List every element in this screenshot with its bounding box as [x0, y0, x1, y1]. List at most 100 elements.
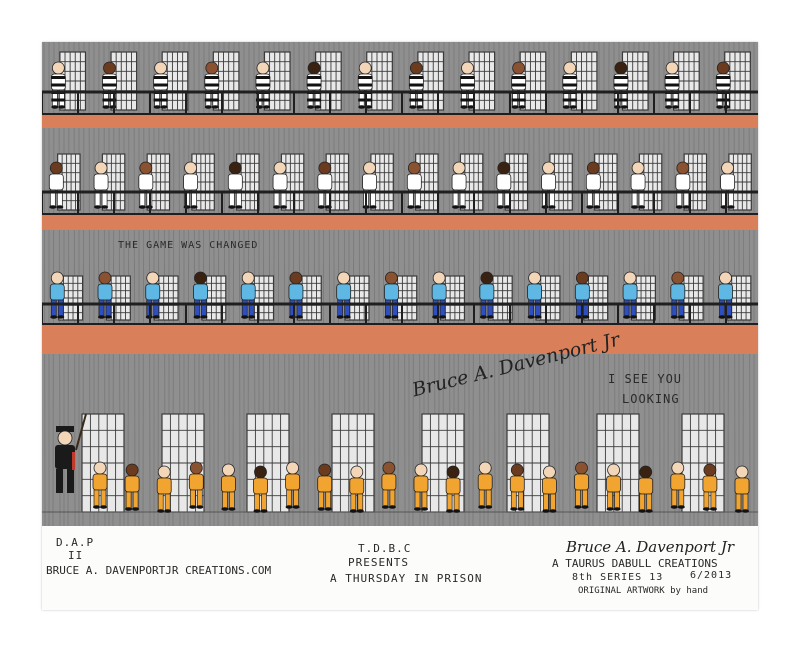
inmate-shirt [381, 473, 397, 491]
inmate-leg [157, 493, 164, 511]
inmate-head [157, 465, 171, 479]
inmate-shoe [153, 105, 161, 109]
inmate-shoe [735, 509, 742, 513]
inmate-shoe [518, 105, 526, 109]
inmate-shoe [273, 205, 281, 209]
inmate-shirt [451, 173, 467, 191]
inmate-shirt [183, 173, 198, 191]
inmate-shirt [720, 173, 735, 191]
uniform-stripe [51, 83, 66, 87]
inmate-leg [742, 493, 749, 511]
inmate-shoe [677, 505, 685, 509]
inmate-head [719, 271, 732, 285]
inmate [670, 271, 686, 319]
inmate-leg [125, 491, 132, 509]
inmate-head [671, 271, 685, 285]
uniform-stripe [665, 76, 680, 79]
uniform-stripe [153, 98, 168, 102]
cell-bars [504, 153, 529, 211]
inmate-shoe [50, 315, 58, 319]
inmate-shoe [317, 205, 325, 209]
inmate-shoe [356, 509, 364, 513]
inmate-shirt [288, 283, 304, 301]
inmate [720, 161, 735, 209]
inmate [357, 61, 373, 109]
inmate-head [528, 271, 542, 285]
inmate-shoe [132, 507, 140, 511]
uniform-stripe [255, 76, 270, 79]
inmate-shirt [227, 173, 243, 191]
inmate-shoe [677, 315, 685, 319]
inmate-leg [528, 299, 534, 317]
inmate-shoe [575, 315, 583, 319]
inmate [124, 463, 140, 511]
inmate [406, 161, 422, 209]
inmate [630, 161, 646, 209]
white-tier [42, 153, 758, 230]
inmate-shirt [541, 173, 556, 191]
inmate-leg [296, 299, 303, 317]
inmate-shoe [665, 105, 673, 109]
inmate-leg [639, 493, 646, 511]
inmate-head [586, 161, 600, 175]
uniform-stripe [511, 76, 526, 79]
inmate-shoe [675, 205, 683, 209]
inmate-head [452, 161, 466, 175]
inmate-head [480, 271, 494, 285]
inmate [585, 161, 601, 209]
inmate-shoe [486, 315, 494, 319]
inmate-leg [194, 299, 200, 317]
inmate-shoe [336, 315, 344, 319]
inmate-leg [582, 299, 589, 317]
inmate-leg [241, 299, 248, 317]
inmate-shoe [718, 315, 726, 319]
inmate-shoe [391, 315, 399, 319]
inmate-leg [439, 299, 446, 317]
inmate-head [289, 271, 303, 285]
inmate-shoe [388, 505, 396, 509]
inmate-leg [350, 493, 357, 511]
inmate [336, 271, 352, 319]
inmate-shirt [193, 283, 208, 301]
inmate-shoe [452, 205, 460, 209]
inmate-leg [382, 489, 389, 507]
caption-left-line3: BRUCE A. DAVENPORTJR CREATIONS.COM [46, 564, 272, 577]
inmate-shoe [742, 509, 749, 513]
inmate-shoe [453, 509, 461, 513]
inmate [511, 61, 527, 109]
inmate-shirt [138, 173, 154, 191]
inmate-shirt [349, 477, 365, 495]
inmate-shoe [574, 505, 582, 509]
inmate-shirt [384, 283, 399, 301]
cell-bars [246, 413, 290, 513]
inmate-leg [57, 299, 64, 317]
inmate-shoe [479, 315, 487, 319]
inmate-shirt [362, 173, 377, 191]
inmate [541, 465, 557, 513]
inmate-head [286, 461, 300, 475]
inmate-head [665, 61, 679, 75]
inmate-shoe [51, 105, 59, 109]
inmate-leg [478, 489, 485, 507]
inmate-shoe [716, 105, 724, 109]
uniform-stripe [102, 98, 117, 102]
uniform-stripe [358, 76, 373, 79]
inmate-head [478, 461, 492, 475]
uniform-stripe [460, 76, 475, 79]
inmate-shoe [613, 507, 621, 511]
uniform-stripe [204, 98, 219, 102]
inmate-shoe [190, 205, 198, 209]
inmate-shirt [541, 477, 557, 495]
inmate-head [716, 61, 730, 75]
inmate-shoe [510, 507, 518, 511]
inmate-leg [153, 299, 160, 317]
inmate-shoe [248, 315, 256, 319]
inmate-head [510, 463, 524, 477]
inmate-shoe [702, 507, 710, 511]
inmate-shoe [280, 205, 288, 209]
uniform-stripe [153, 76, 168, 79]
inmate-shoe [292, 505, 300, 509]
inmate-head [194, 271, 207, 285]
inmate [255, 61, 271, 109]
uniform-stripe [511, 98, 526, 102]
